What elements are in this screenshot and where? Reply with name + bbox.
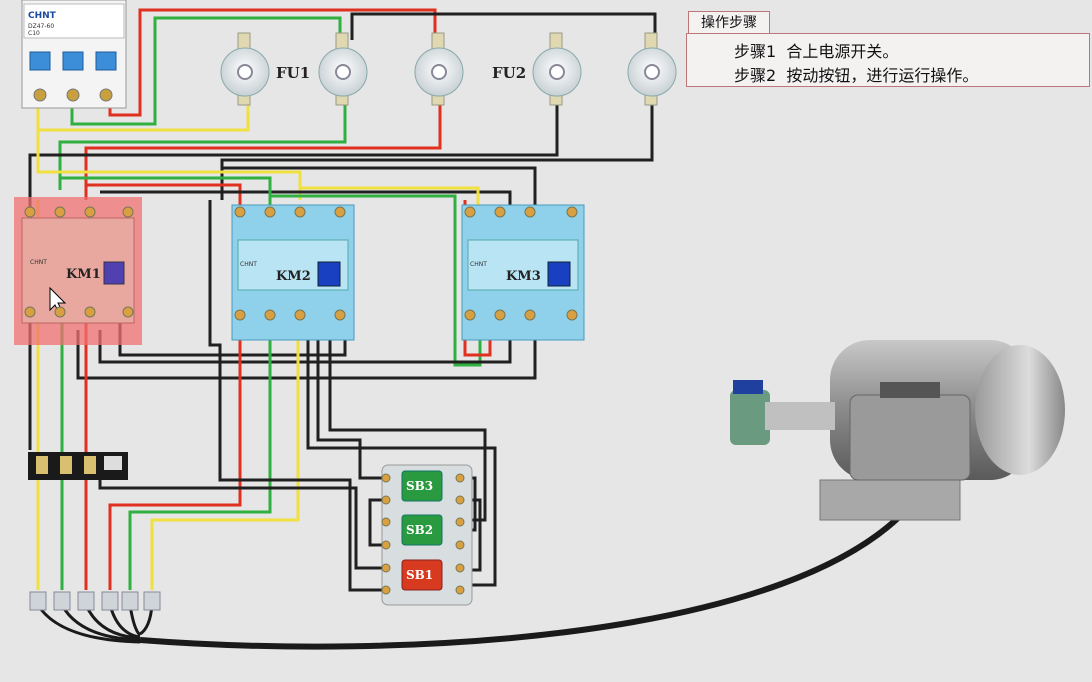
wire-ctrl-2 [306, 325, 497, 587]
fu1-label: FU1 [276, 64, 310, 82]
steps-tab[interactable]: 操作步骤 [688, 11, 770, 34]
step-1-label: 步骤1 [734, 42, 777, 61]
km1-label: KM1 [66, 267, 101, 282]
wires [28, 8, 918, 650]
button-station: SB3 SB2 SB1 [381, 464, 473, 606]
step-1: 步骤1 合上电源开关。 [734, 38, 898, 62]
km3-label: KM3 [506, 269, 541, 284]
step-2-label: 步骤2 [734, 66, 777, 85]
fuse-5[interactable] [627, 32, 677, 106]
terminal-fanout [36, 604, 154, 644]
step-2-text: 按动按钮，进行运行操作。 [786, 66, 979, 85]
wire-black-breaker-fu2 [350, 12, 657, 40]
wire-km1-black-bottom2 [98, 330, 512, 364]
wire-ctrl-5 [98, 470, 385, 570]
circuit-breaker[interactable]: CHNT DZ47-60 C10 [21, 0, 127, 109]
fuse-4[interactable] [532, 32, 582, 106]
contactor-km1[interactable]: CHNT KM1 [14, 197, 142, 345]
thermal-relay[interactable] [28, 452, 128, 480]
step-1-text: 合上电源开关。 [786, 42, 899, 61]
km2-brand: CHNT [240, 261, 257, 268]
breaker-rating: C10 [28, 30, 40, 37]
wire-yellow-breaker [36, 95, 250, 132]
fuse-3[interactable] [414, 32, 464, 106]
wire-red-top [86, 183, 242, 205]
wire-red-fu1-down [84, 100, 442, 200]
motor-cable [139, 498, 918, 650]
fuse-group: FU1 FU2 [220, 32, 677, 106]
fu2-label: FU2 [492, 64, 526, 82]
sb1-button[interactable]: SB1 [401, 559, 443, 591]
km2-label: KM2 [276, 269, 311, 284]
breaker-model: DZ47-60 [28, 23, 54, 30]
fuse-1[interactable] [220, 32, 270, 106]
wire-ctrl-3 [208, 200, 385, 592]
wire-ctrl-6 [368, 498, 385, 547]
wire-black-top3 [222, 166, 537, 205]
contactor-terminals [24, 206, 578, 321]
sb2-label: SB2 [406, 523, 433, 537]
wire-red-right [108, 320, 242, 590]
wire-green-km3 [268, 178, 482, 367]
step-2: 步骤2 按动按钮，进行运行操作。 [734, 62, 978, 86]
wire-red-breaker-fu1 [108, 8, 437, 117]
terminal-block [29, 591, 161, 611]
wire-ctrl-4 [328, 340, 487, 522]
breaker-brand: CHNT [28, 11, 57, 21]
sb3-button[interactable]: SB3 [401, 470, 443, 502]
wire-black-fu2-down [28, 100, 559, 200]
wire-ctrl-1 [316, 320, 385, 480]
wire-green-fu1-down [58, 100, 347, 190]
steps-panel [686, 33, 1090, 87]
wire-black-fu2b-down [220, 100, 654, 200]
wire-green-right [128, 320, 272, 590]
sb2-button[interactable]: SB2 [401, 514, 443, 546]
motor[interactable] [730, 340, 1065, 521]
fuse-2[interactable] [318, 32, 368, 106]
wire-yellow-right [150, 320, 300, 590]
sb1-label: SB1 [406, 568, 433, 582]
sb3-label: SB3 [406, 479, 433, 493]
contactor-km2[interactable]: CHNT KM2 [231, 204, 355, 341]
km1-brand: CHNT [30, 259, 47, 266]
wire-green-breaker-fu1 [70, 16, 342, 126]
wire-black-top2 [100, 190, 512, 205]
wire-yellow-km3 [298, 172, 480, 205]
contactor-km3[interactable]: CHNT KM3 [461, 204, 585, 341]
km3-brand: CHNT [470, 261, 487, 268]
